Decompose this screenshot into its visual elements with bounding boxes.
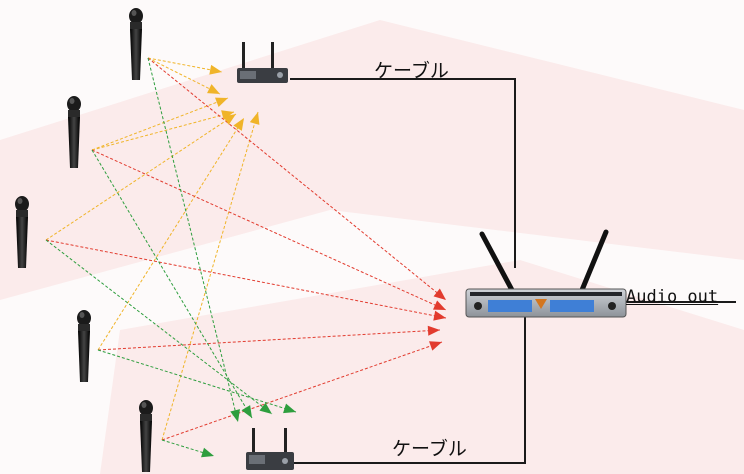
antenna-receiver-icon [237,42,288,83]
antenna-receiver-icon [246,428,294,470]
arrowhead [241,405,252,418]
handheld-microphone-icon [77,310,91,382]
arrowhead [209,64,222,75]
signal-link [147,57,221,95]
cables [290,78,736,464]
arrowhead [215,97,228,107]
antenna-receiver-top [237,42,288,83]
cable-bottom [292,316,526,464]
signal-link [45,239,273,415]
signal-link [91,111,235,151]
arrowhead [433,288,446,300]
arrowhead [283,403,296,414]
arrowhead [233,118,244,131]
signal-links [45,57,447,457]
arrowhead [433,310,446,321]
arrowhead [433,300,446,310]
handheld-microphone-icon [15,196,29,268]
arrowhead [427,325,440,336]
cable-top-label: ケーブル [374,60,449,82]
signal-arrowheads [201,64,446,458]
dual-channel-receiver-icon [465,229,627,318]
handheld-microphone-icon [139,400,153,472]
signal-link [147,57,447,301]
signal-link [97,329,441,351]
arrowhead [429,341,442,351]
arrowhead [223,114,236,125]
signal-link [147,57,239,423]
signal-link [45,239,447,319]
arrowhead [201,447,214,458]
signal-link [161,341,443,441]
signal-link [91,97,229,151]
antenna-receiver-bottom [246,428,294,470]
handheld-microphone-icon [67,96,81,168]
signal-link [97,349,297,413]
arrowhead [259,402,272,414]
cable-top [290,78,516,268]
signal-link [91,149,253,419]
cable-bottom-label: ケーブル [392,438,467,460]
signal-link [97,117,245,351]
main-receiver [465,229,627,318]
handheld-microphone-icon [129,8,143,80]
watermark-band [0,20,744,300]
signal-link [161,111,259,441]
signal-link [147,57,223,73]
signal-link [45,113,237,241]
arrowhead [230,409,240,422]
audio-out-label: Audio out [626,287,719,307]
arrowhead [249,112,260,125]
arrowhead [207,84,220,94]
microphones [15,8,153,472]
